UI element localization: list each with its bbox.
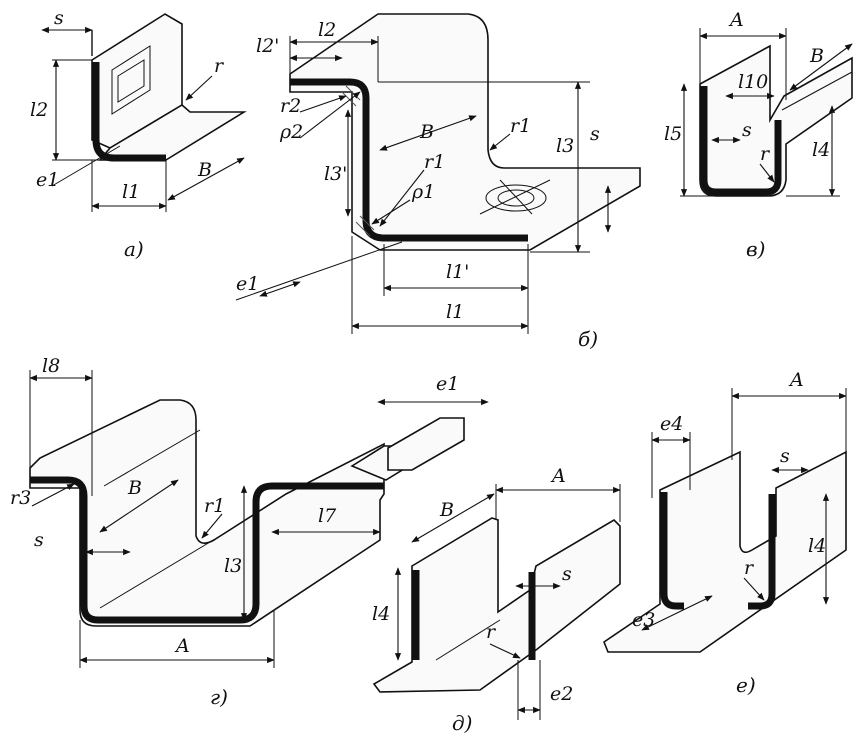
- part-b-face: [289, 13, 641, 251]
- label-s: s: [562, 563, 572, 585]
- label-l8: l8: [42, 355, 60, 377]
- label-A: A: [550, 465, 566, 487]
- caption-a: а): [124, 237, 144, 261]
- label-B: B: [809, 45, 824, 67]
- part-b-section: [290, 78, 528, 242]
- figure-g: l8 r3 B r1 l7 s l3 A г): [10, 355, 413, 709]
- ext-line: [51, 145, 121, 187]
- caption-v: в): [746, 237, 765, 261]
- label-s: s: [34, 529, 44, 551]
- label-B: B: [197, 159, 212, 181]
- label-B: B: [439, 499, 454, 521]
- leader-r1-g: [201, 513, 223, 539]
- figure-v: A B l10 l5 s l4 r в): [664, 9, 853, 261]
- fold-line: [435, 619, 501, 661]
- dim-B-b: [379, 115, 477, 151]
- label-r: r: [760, 143, 771, 165]
- label-l4: l4: [812, 139, 830, 161]
- hole-center-line: [479, 179, 551, 215]
- leader-rho2: [299, 91, 361, 139]
- label-e1: e1: [436, 373, 459, 395]
- part-a-window: [111, 45, 151, 115]
- label-A: A: [728, 9, 744, 31]
- label-s: s: [590, 123, 600, 145]
- label-e4: e4: [660, 413, 683, 435]
- leader-r1: [379, 169, 425, 227]
- label-s: s: [742, 119, 752, 141]
- label-e1: e1: [36, 169, 59, 191]
- label-B: B: [127, 477, 142, 499]
- label-r: r: [744, 557, 755, 579]
- dim-B-a: [167, 157, 245, 201]
- label-l1: l1: [122, 181, 140, 203]
- label-l2: l2: [30, 99, 48, 121]
- dim-e1-b: [259, 281, 301, 297]
- dim-B-v: [789, 43, 853, 91]
- label-l3: l3: [224, 555, 242, 577]
- label-l3: l3: [556, 135, 574, 157]
- label-l2: l2: [318, 19, 336, 41]
- label-l4: l4: [808, 535, 826, 557]
- label-l4: l4: [372, 603, 390, 625]
- dim-B-g: [99, 479, 179, 533]
- part-a-section: [92, 62, 166, 162]
- leader-rho1: [371, 199, 411, 225]
- label-r: r: [486, 621, 497, 643]
- figure-d: e1 B A s l4 r e2 д): [372, 373, 621, 735]
- part-d-face: [372, 517, 621, 693]
- label-l3-prime: l3': [324, 163, 347, 185]
- caption-e: е): [736, 673, 756, 697]
- label-e1: e1: [236, 273, 259, 295]
- label-r: r: [214, 55, 225, 77]
- label-s: s: [780, 445, 790, 467]
- hole-outer: [485, 184, 547, 212]
- label-l7: l7: [318, 505, 337, 527]
- part-d-strip: [387, 417, 465, 471]
- leader-r-a: [185, 75, 213, 101]
- label-l5: l5: [664, 123, 682, 145]
- label-rho1: ρ1: [411, 181, 435, 203]
- label-r1-top: r1: [510, 115, 531, 137]
- figure-e: A e4 s l4 r e3 е): [603, 369, 847, 697]
- leader-r-v: [759, 163, 775, 183]
- dim-e3-e: [641, 595, 713, 631]
- ext-line: [235, 241, 403, 301]
- part-v-section: [700, 86, 782, 196]
- label-B: B: [419, 121, 434, 143]
- label-r3: r3: [10, 487, 31, 509]
- part-g-section: [30, 476, 384, 624]
- caption-g: г): [210, 685, 228, 709]
- fold-line: [103, 429, 201, 487]
- leader-r-d: [489, 643, 521, 659]
- leader-r2: [299, 95, 347, 113]
- label-A: A: [174, 635, 190, 657]
- label-r1: r1: [204, 495, 225, 517]
- label-r2: r2: [280, 95, 301, 117]
- figure-a: s l2 r e1 l1 B а): [30, 7, 247, 261]
- leader-r1-top: [489, 133, 511, 151]
- caption-b: б): [578, 327, 598, 351]
- label-l1: l1: [446, 301, 464, 323]
- label-e2: e2: [550, 683, 573, 705]
- label-A: A: [788, 369, 804, 391]
- leader-r3: [31, 483, 75, 507]
- label-e3: e3: [632, 609, 655, 631]
- caption-d: д): [452, 711, 472, 735]
- label-rho2: ρ2: [279, 121, 303, 143]
- figure-b: l2 l2' r2 ρ2 B r1 l3 s r1 l3' ρ1 e1 l1' …: [235, 13, 641, 351]
- label-l10: l10: [738, 71, 768, 93]
- label-l1-prime: l1': [446, 261, 469, 283]
- label-r1: r1: [424, 151, 445, 173]
- leader-r-e: [743, 577, 765, 601]
- label-s: s: [54, 7, 64, 29]
- hole-inner: [497, 189, 535, 207]
- dim-B-d: [411, 493, 495, 543]
- label-l2-prime: l2': [256, 35, 279, 57]
- fold-line: [99, 529, 231, 609]
- hole-center-line: [499, 179, 533, 215]
